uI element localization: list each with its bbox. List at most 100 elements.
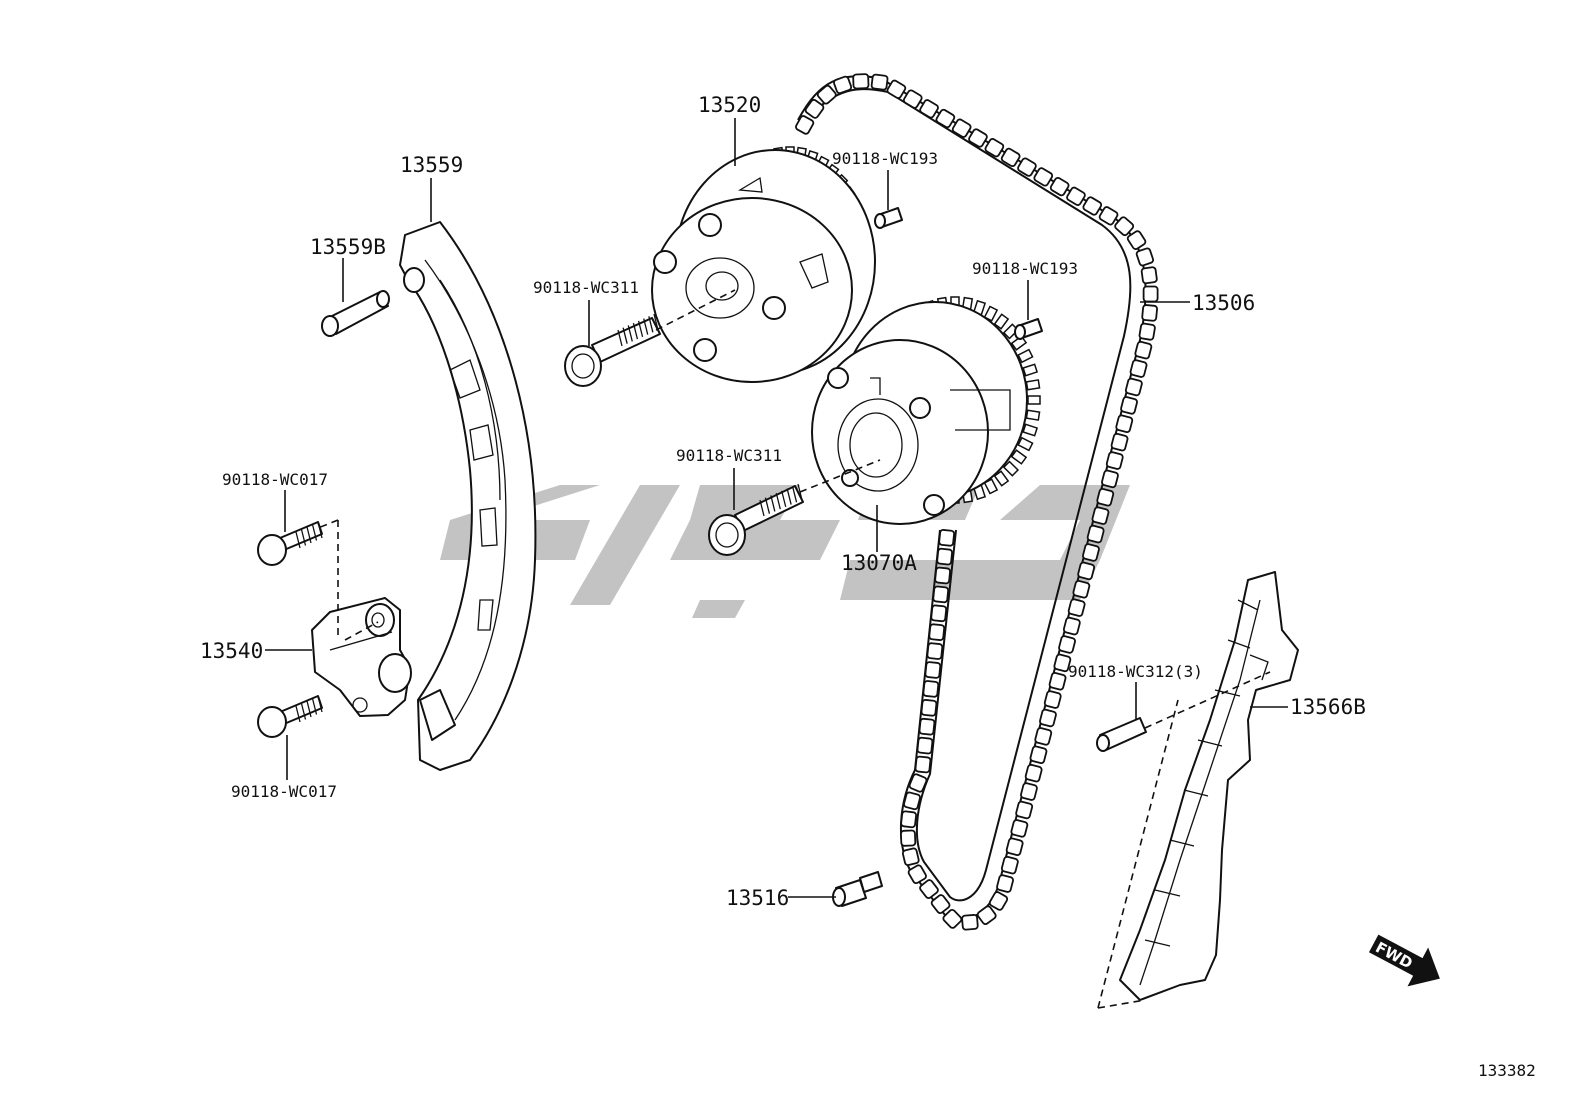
chain-link — [901, 847, 920, 866]
chain-link — [938, 529, 955, 547]
chain-link — [908, 773, 928, 793]
chain-link — [903, 791, 921, 811]
label-90118-WC193-upper: 90118-WC193 — [832, 149, 938, 168]
cam-sprocket-13520 — [651, 146, 876, 383]
chain-link — [930, 894, 951, 914]
chain-guide-13566B — [1119, 571, 1299, 1001]
chain-link — [1129, 359, 1148, 378]
bolt-thread — [300, 529, 307, 546]
chain-link — [1115, 414, 1134, 434]
chain-link — [935, 108, 956, 129]
label-13516: 13516 — [726, 886, 789, 910]
bolt-thread — [643, 318, 649, 335]
chain-link — [1134, 340, 1153, 360]
label-13566B: 13566B — [1290, 695, 1366, 719]
chain-link — [886, 79, 907, 99]
sprocket-tooth — [993, 313, 1010, 330]
chain-link — [1033, 167, 1054, 187]
chain-link — [1005, 837, 1024, 857]
chain-link — [900, 810, 918, 829]
chain-link — [1082, 543, 1100, 562]
bolt-thread — [759, 499, 765, 517]
fwd-arrow-icon: FWD — [1368, 934, 1440, 987]
bolt-thread — [770, 495, 776, 512]
chain-link — [1126, 230, 1147, 250]
chain-link — [919, 879, 939, 899]
chain-link — [914, 755, 932, 774]
chain-link — [930, 604, 948, 623]
chain-link — [1034, 727, 1053, 746]
chain-link — [988, 891, 1009, 911]
chain-link — [1120, 396, 1138, 415]
bolt-thread — [306, 526, 312, 544]
chain-link — [928, 623, 946, 641]
label-90118-WC017-lower: 90118-WC017 — [231, 782, 337, 801]
chain-link — [1077, 561, 1096, 581]
chain-link — [1072, 580, 1091, 599]
figure-number: 133382 — [1478, 1061, 1536, 1080]
sprocket-tooth — [993, 470, 1010, 487]
bolt-thread — [300, 703, 307, 720]
chain-link — [870, 73, 889, 91]
bolt-90118-WC017-upper — [257, 521, 323, 566]
bolt-thread — [311, 698, 318, 715]
chain-link — [900, 829, 917, 847]
chain-link — [996, 874, 1014, 893]
chain-link — [1017, 157, 1037, 177]
sprocket-tooth — [1022, 423, 1039, 437]
bolt-90118-WC017-lower — [257, 695, 323, 738]
label-13520: 13520 — [698, 93, 761, 117]
chain-link — [932, 585, 950, 604]
bolt-thread — [306, 700, 312, 718]
chain-link — [1124, 377, 1143, 397]
chain-link — [951, 118, 972, 138]
chain-link — [1098, 206, 1119, 226]
sprocket-tooth — [1017, 348, 1034, 364]
pin-90118-WC193-lower — [1014, 318, 1043, 340]
chain-link — [1029, 745, 1048, 765]
chain-link — [1141, 304, 1158, 322]
chain-link — [920, 699, 938, 717]
chain-link — [936, 547, 953, 566]
pin-90118-WC193-upper — [874, 207, 903, 229]
label-90118-WC193-lower: 90118-WC193 — [972, 259, 1078, 278]
sprocket-tooth — [1010, 335, 1028, 351]
chain-link — [1020, 782, 1038, 801]
pin-13559B — [321, 290, 390, 337]
bolt-thread — [617, 329, 623, 347]
chain-link — [1140, 266, 1158, 285]
sprocket-tooth — [1017, 436, 1034, 452]
chain-link — [1082, 196, 1103, 216]
label-90118-WC017-upper: 90118-WC017 — [222, 470, 328, 489]
bolt-thread — [632, 322, 639, 340]
label-90118-WC311-upper: 90118-WC311 — [533, 278, 639, 297]
label-13559B: 13559B — [310, 235, 386, 259]
bolt-90118-WC311-upper — [564, 313, 661, 387]
label-13070A: 13070A — [841, 551, 917, 575]
chain-link — [1000, 855, 1019, 875]
chain-link — [916, 736, 934, 755]
label-13506: 13506 — [1192, 291, 1255, 315]
chain-link — [852, 73, 870, 90]
bolt-thread — [637, 320, 644, 338]
cam-sprocket-13070A — [811, 296, 1041, 525]
chain-link — [816, 84, 837, 105]
chain-link — [922, 680, 940, 698]
chain-link — [1015, 800, 1034, 820]
chain-link — [1039, 708, 1057, 728]
chain-link — [968, 128, 988, 148]
bolt-thread — [622, 327, 628, 344]
chain-link — [1096, 488, 1115, 507]
chain-link — [1043, 690, 1062, 709]
chain-link — [919, 99, 939, 119]
bolt-thread — [295, 705, 301, 723]
timing-chain — [795, 73, 1159, 931]
chain-link — [1091, 506, 1110, 525]
chain-link — [795, 115, 815, 135]
chain-link — [1062, 616, 1081, 636]
sprocket-tooth — [1025, 379, 1041, 391]
chain-link — [1086, 524, 1105, 544]
chain-link — [1114, 216, 1135, 237]
chain-link — [1105, 451, 1124, 470]
